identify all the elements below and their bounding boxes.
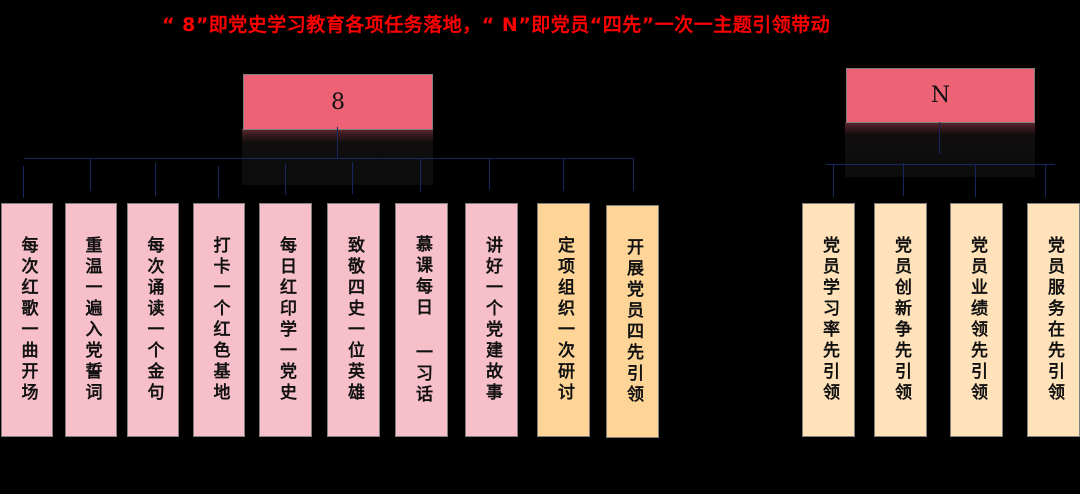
task-box-5[interactable]: 每日红印学一党史 <box>259 203 312 437</box>
connector-left-bus <box>24 158 634 159</box>
task-label-3: 每次诵读一个金句 <box>143 236 164 404</box>
connector-right-drop-4 <box>1045 165 1046 197</box>
task-box-1[interactable]: 每次红歌一曲开场 <box>1 203 53 437</box>
task-label-4: 打卡一个红色基地 <box>209 236 230 404</box>
connector-left-drop-5 <box>285 163 286 195</box>
pioneer-box-4[interactable]: 党员服务在先引领 <box>1027 203 1080 437</box>
task-box-4[interactable]: 打卡一个红色基地 <box>193 203 245 437</box>
root-box-8[interactable]: 8 <box>243 74 433 130</box>
connector-left-drop-6 <box>352 162 353 194</box>
connector-left-drop-9 <box>563 159 564 191</box>
connector-root-n-stem <box>939 122 940 154</box>
task-label-5: 每日红印学一党史 <box>276 236 296 404</box>
connector-root-8-stem <box>337 127 338 159</box>
pioneer-box-2[interactable]: 党员创新争先引领 <box>874 203 927 437</box>
task-label-1: 每次红歌一曲开场 <box>17 236 38 404</box>
connector-left-drop-7 <box>420 159 421 192</box>
pioneer-label-1: 党员学习率先引领 <box>819 236 839 404</box>
root-8-label: 8 <box>331 89 345 115</box>
connector-left-drop-10 <box>633 158 634 191</box>
connector-left-drop-4 <box>218 166 219 198</box>
root-box-n[interactable]: N <box>846 68 1035 123</box>
connector-left-drop-1 <box>23 166 24 198</box>
task-box-10[interactable]: 开展党员四先引领 <box>606 205 659 438</box>
connector-left-drop-2 <box>90 159 91 191</box>
task-box-6[interactable]: 致敬四史一位英雄 <box>327 203 380 437</box>
task-label-10: 开展党员四先引领 <box>623 237 643 406</box>
pioneer-label-3: 党员业绩领先引领 <box>967 236 987 404</box>
task-label-9: 定项组织一次研讨 <box>554 236 574 404</box>
task-box-7[interactable]: 慕课每日 一习话 <box>395 203 448 437</box>
connector-right-drop-3 <box>975 165 976 197</box>
task-box-8[interactable]: 讲好一个党建故事 <box>465 203 518 437</box>
pioneer-box-1[interactable]: 党员学习率先引领 <box>802 203 855 437</box>
connector-right-drop-2 <box>903 163 904 196</box>
root-n-label: N <box>930 83 951 108</box>
task-box-3[interactable]: 每次诵读一个金句 <box>127 203 179 437</box>
diagram-title: “ 8”即党史学习教育各项任务落地，“ N”即党员“四先”一次一主题引领带动 <box>162 14 831 36</box>
connector-right-drop-1 <box>833 164 834 197</box>
task-box-9[interactable]: 定项组织一次研讨 <box>537 203 590 437</box>
pioneer-label-2: 党员创新争先引领 <box>891 236 911 404</box>
task-label-6: 致敬四史一位英雄 <box>344 236 364 404</box>
connector-left-drop-8 <box>489 158 490 190</box>
task-box-2[interactable]: 重温一遍入党誓词 <box>65 203 117 437</box>
task-label-2: 重温一遍入党誓词 <box>81 236 102 404</box>
task-label-8: 讲好一个党建故事 <box>482 236 502 404</box>
pioneer-label-4: 党员服务在先引领 <box>1044 236 1064 404</box>
connector-left-drop-3 <box>155 163 156 196</box>
task-label-7: 慕课每日 一习话 <box>412 234 432 406</box>
connector-right-bus <box>826 164 1055 165</box>
root-n-shadow <box>845 122 1035 177</box>
pioneer-box-3[interactable]: 党员业绩领先引领 <box>950 203 1003 437</box>
